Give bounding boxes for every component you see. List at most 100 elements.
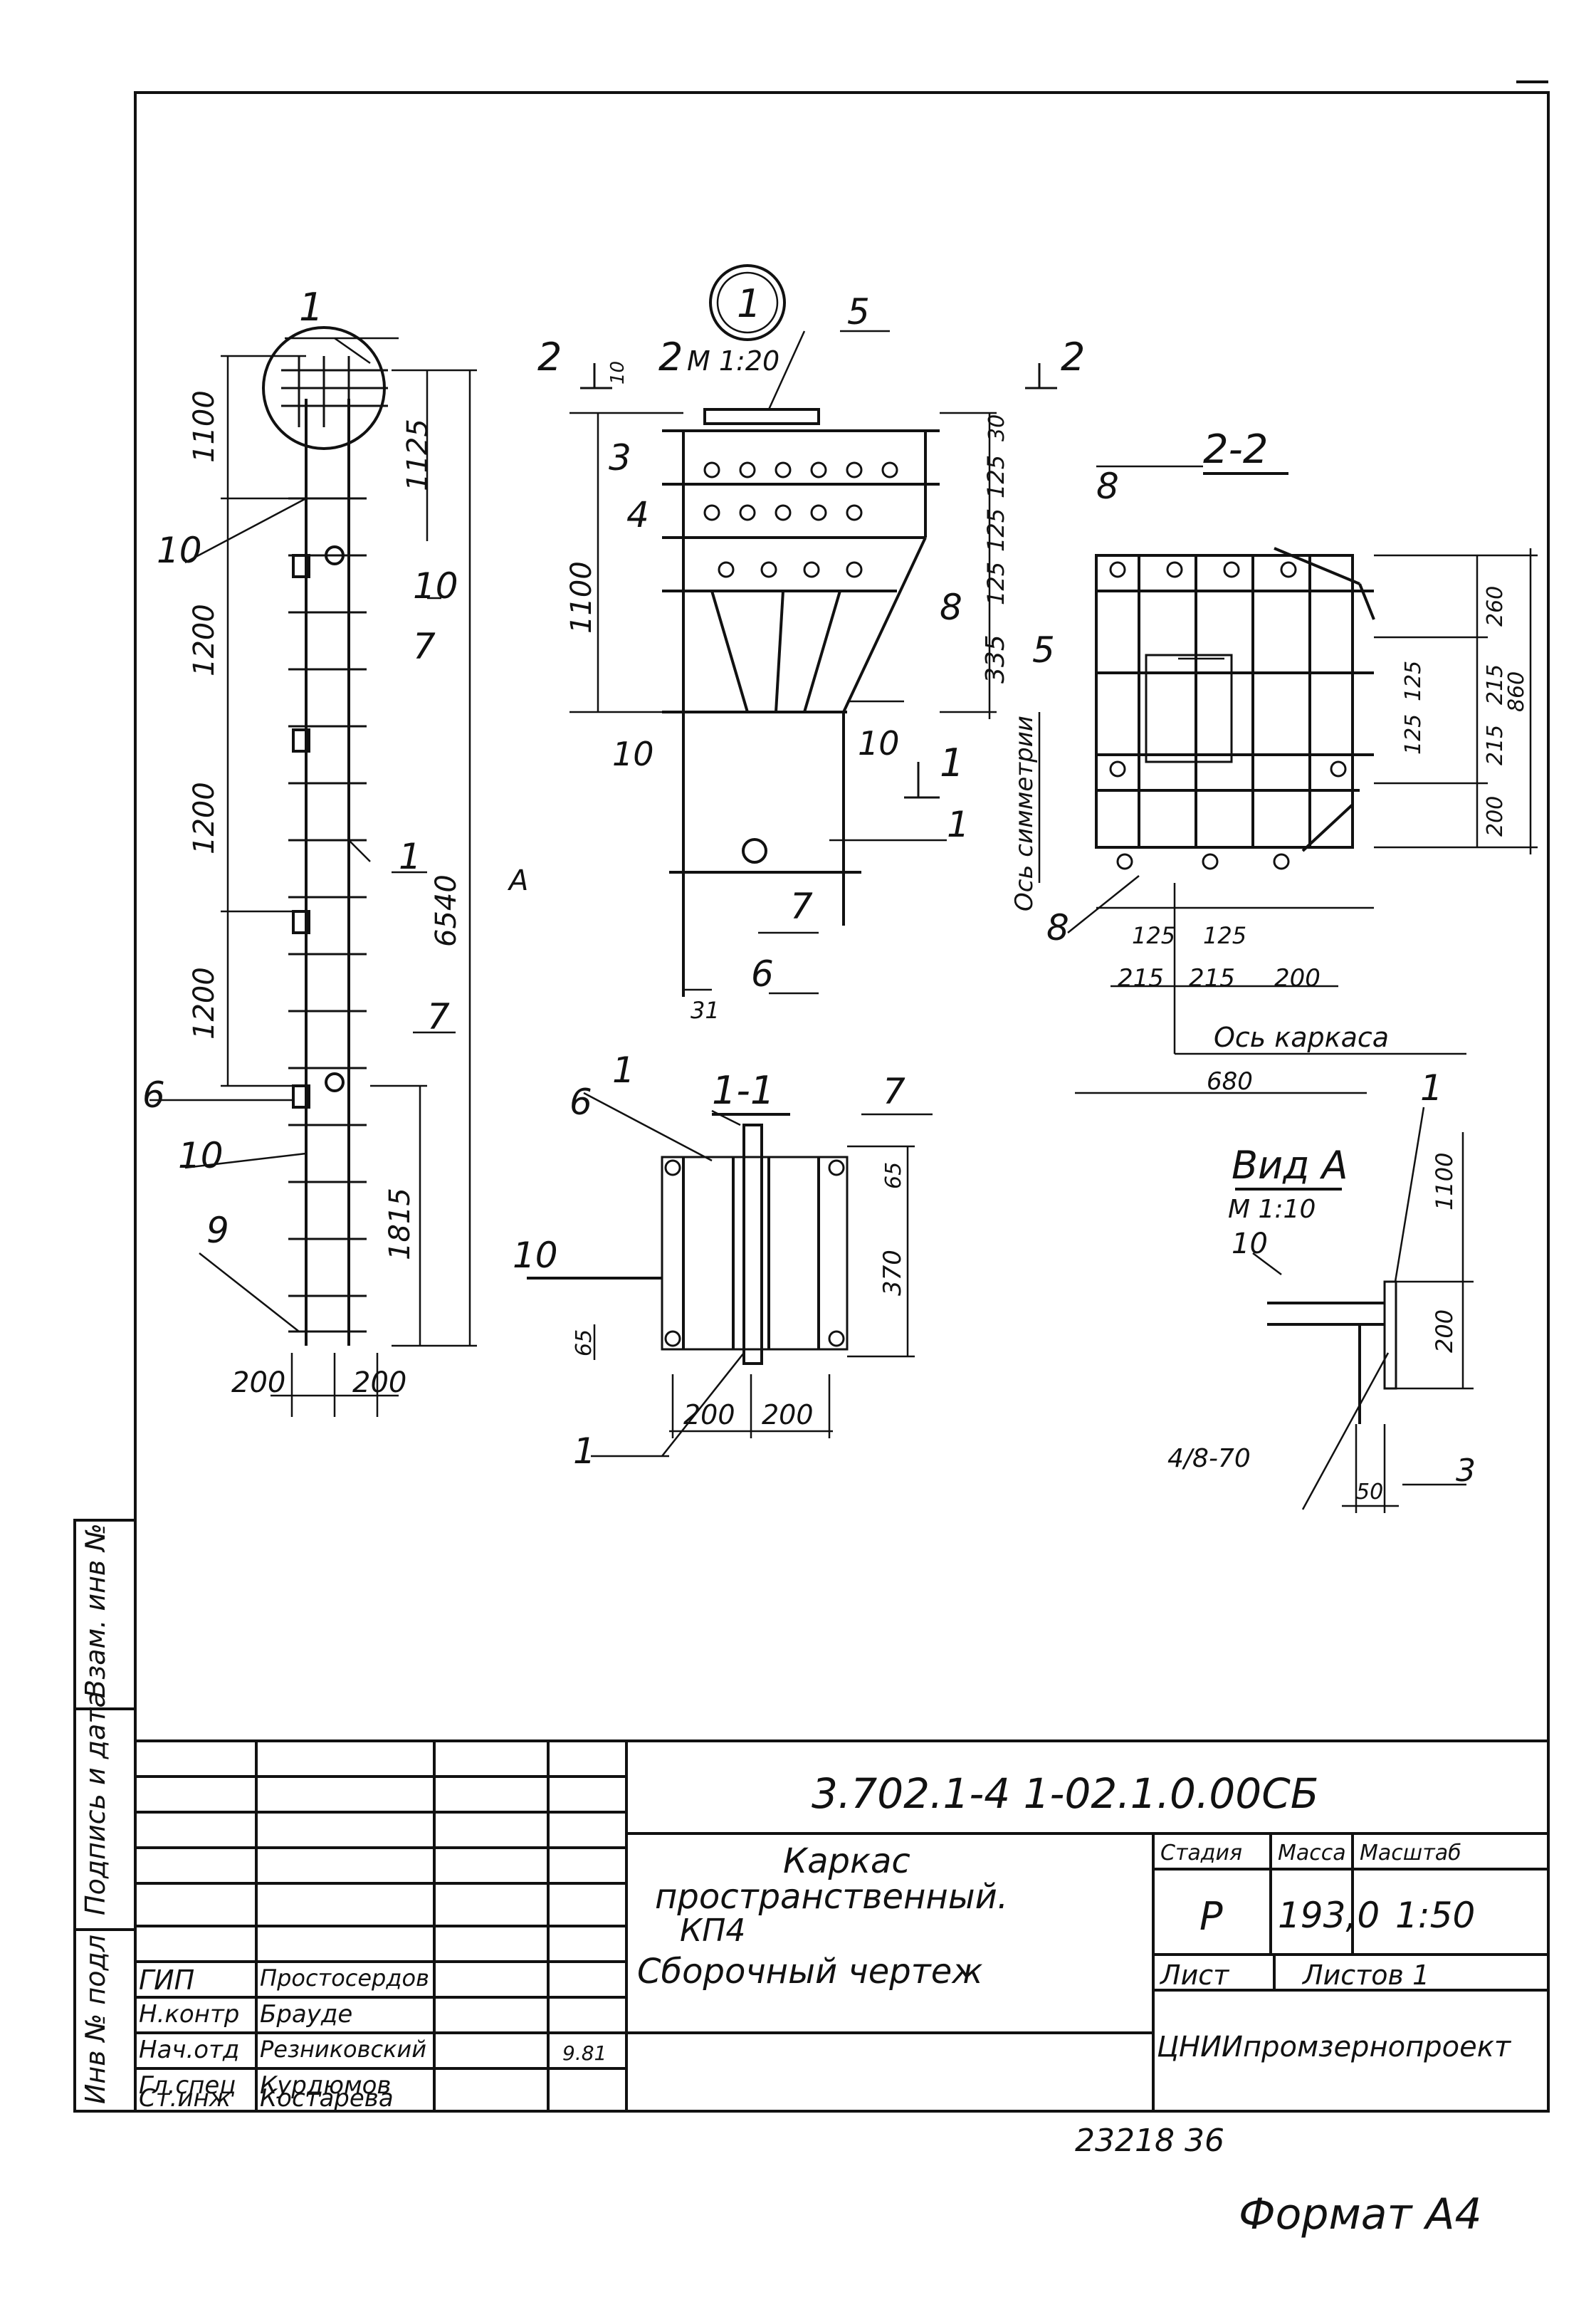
role-1: Н.контр bbox=[139, 2000, 240, 2029]
dim-s22-215b: 215 bbox=[1483, 725, 1508, 765]
dim-s11-200a: 200 bbox=[683, 1399, 735, 1430]
rebar-dots bbox=[664, 461, 1347, 1347]
section-1-1-title: 1-1 bbox=[712, 1068, 775, 1113]
dim-s11-200b: 200 bbox=[762, 1399, 814, 1430]
doc-name-3: КП4 bbox=[680, 1913, 746, 1949]
name-0: Простосердов bbox=[260, 1964, 429, 1992]
dim-6540: 6540 bbox=[430, 874, 463, 947]
axis-symmetry: Ось симметрии bbox=[1010, 716, 1039, 911]
pos-8-s22a: 8 bbox=[1096, 466, 1119, 507]
dim-va-470: 4/8-70 bbox=[1167, 1444, 1251, 1473]
column-elevation bbox=[221, 326, 477, 1417]
pos-8-node: 8 bbox=[940, 587, 962, 628]
pos-6-node: 6 bbox=[751, 953, 774, 995]
pos-7-node: 7 bbox=[790, 886, 813, 927]
pos-10-node-b: 10 bbox=[858, 724, 900, 763]
pos-10-node: 10 bbox=[612, 735, 654, 773]
dim-va-1100: 1100 bbox=[1431, 1153, 1458, 1210]
dim-s22-860: 860 bbox=[1504, 671, 1529, 712]
dim-200-l1: 200 bbox=[231, 1366, 285, 1399]
doc-name-1: Каркас bbox=[783, 1841, 910, 1881]
pos-1-s11b: 1 bbox=[573, 1430, 596, 1472]
dim-1200-c: 1200 bbox=[188, 967, 221, 1040]
dim-node-30: 30 bbox=[985, 414, 1009, 441]
dim-1200-a: 1200 bbox=[188, 604, 221, 676]
name-1: Браудe bbox=[260, 2000, 353, 2029]
dim-s11-370: 370 bbox=[878, 1250, 907, 1296]
dim-node-10: 10 bbox=[607, 361, 629, 384]
pos-7-a: 7 bbox=[413, 626, 436, 667]
pos-4: 4 bbox=[626, 494, 649, 535]
pos-10-s11: 10 bbox=[513, 1235, 558, 1276]
mass-value: 193,0 bbox=[1278, 1895, 1380, 1936]
side-inv-orig: Инв № подл bbox=[80, 1934, 111, 2104]
doc-type: Сборочный чертеж bbox=[637, 1952, 983, 1992]
dim-s22-215c: 215 bbox=[1118, 964, 1164, 993]
cut-2-left: 2 bbox=[537, 335, 562, 380]
section-1-1 bbox=[527, 1113, 915, 1438]
dim-1200-b: 1200 bbox=[188, 782, 221, 854]
dim-s22-125c: 125 bbox=[1132, 922, 1175, 949]
section-2-2 bbox=[1038, 472, 1538, 1094]
pos-9: 9 bbox=[206, 1210, 229, 1251]
axis-frame: Ось каркаса bbox=[1214, 1022, 1389, 1053]
view-a-scale: М 1:10 bbox=[1228, 1195, 1316, 1224]
pos-10-c: 10 bbox=[178, 1135, 224, 1176]
name-3: Курдюмов bbox=[260, 2071, 392, 2100]
node-scale: М 1:20 bbox=[687, 345, 779, 377]
node-circle-label: 1 bbox=[737, 281, 761, 326]
dim-va-200: 200 bbox=[1431, 1309, 1458, 1353]
role-2: Нач.отд bbox=[139, 2036, 240, 2064]
dim-s11-65b: 65 bbox=[572, 1329, 597, 1356]
scale-header: Масштаб bbox=[1360, 1841, 1461, 1866]
scale-value: 1:50 bbox=[1395, 1895, 1476, 1936]
dim-s22-215d: 215 bbox=[1189, 964, 1235, 993]
name-2: Резниковский bbox=[260, 2036, 426, 2063]
footer-format: Формат А4 bbox=[1239, 2189, 1482, 2239]
dim-s22-260: 260 bbox=[1483, 586, 1508, 627]
name-4: Костарева bbox=[260, 2084, 394, 2113]
mass-header: Масса bbox=[1278, 1841, 1346, 1866]
pos-10-va: 10 bbox=[1232, 1228, 1268, 1260]
pos-7-s11: 7 bbox=[883, 1071, 905, 1112]
pos-10-b: 10 bbox=[413, 565, 458, 607]
sheet-label: Лист bbox=[1160, 1960, 1229, 1991]
dim-1125: 1125 bbox=[401, 419, 434, 491]
dim-s22-125b: 125 bbox=[1401, 714, 1426, 755]
dim-node-31: 31 bbox=[691, 997, 720, 1024]
pos-1-va: 1 bbox=[1420, 1067, 1443, 1109]
dim-s22-125a: 125 bbox=[1401, 661, 1426, 701]
pos-3: 3 bbox=[609, 437, 631, 478]
sign-date: 9.81 bbox=[562, 2041, 607, 2065]
pos-8-s22b: 8 bbox=[1046, 907, 1069, 948]
pos-6-a: 6 bbox=[142, 1074, 165, 1116]
pos-6-s11: 6 bbox=[569, 1082, 592, 1123]
pos-5-s22: 5 bbox=[1032, 629, 1055, 671]
pos-1-s11: 1 bbox=[612, 1050, 635, 1091]
role-3: Гл.спец bbox=[139, 2071, 236, 2100]
sheets-label: Листов 1 bbox=[1303, 1960, 1430, 1991]
cut-1-node: 1 bbox=[940, 741, 964, 785]
role-0: ГИП bbox=[139, 1964, 195, 1996]
pos-5-node: 5 bbox=[847, 291, 870, 333]
dim-1100-left: 1100 bbox=[188, 390, 221, 463]
doc-name-2: пространственный. bbox=[655, 1877, 1009, 1917]
role-4: Ст.инж bbox=[139, 2084, 231, 2113]
side-sign-date: Подпись и дата bbox=[80, 1691, 111, 1915]
leader-lines bbox=[149, 330, 1425, 1458]
dim-s22-200: 200 bbox=[1483, 796, 1508, 837]
pos-7-b: 7 bbox=[427, 996, 450, 1037]
org-name: ЦНИИпромзернопроект bbox=[1157, 2031, 1511, 2063]
side-inv-repl: Взам. инв № bbox=[80, 1523, 111, 1698]
dim-s22-215a: 215 bbox=[1483, 664, 1508, 705]
dim-s22-200b: 200 bbox=[1274, 964, 1321, 993]
footer-number: 23218 36 bbox=[1075, 2123, 1224, 2159]
dim-va-50: 50 bbox=[1356, 1480, 1383, 1505]
dim-s22-125d: 125 bbox=[1203, 922, 1246, 949]
doc-code: 3.702.1-4 1-02.1.0.00СБ bbox=[812, 1769, 1319, 1818]
node-cut-mark: 2 bbox=[658, 335, 683, 380]
dim-s11-65a: 65 bbox=[881, 1162, 906, 1189]
section-2-2-title: 2-2 bbox=[1203, 427, 1268, 473]
pos-1-left: 1 bbox=[299, 285, 323, 330]
